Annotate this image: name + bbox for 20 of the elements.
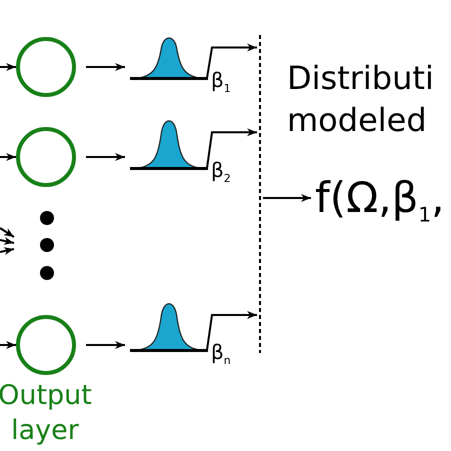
arrow xyxy=(263,194,311,202)
arrow xyxy=(86,341,125,349)
arrow xyxy=(86,153,125,161)
arrow xyxy=(86,63,125,71)
arrow xyxy=(206,310,257,350)
parameter-label: β$_{2}$ xyxy=(211,158,231,187)
neuron-circle xyxy=(16,127,76,187)
arrow xyxy=(0,341,16,349)
neuron-circle xyxy=(16,37,76,97)
arrow xyxy=(206,44,257,78)
arrow xyxy=(0,63,16,71)
description-text: Distributi modeled xyxy=(287,58,435,141)
parameter-label: β$_{n}$ xyxy=(211,340,231,369)
neuron-circle xyxy=(16,315,76,375)
layer-label: Output layer xyxy=(0,379,93,448)
arrow xyxy=(206,128,257,168)
parameter-label: β$_{1}$ xyxy=(211,68,231,97)
dotted-line xyxy=(257,35,263,353)
formula-text: f(Ω,β$_{1}$, xyxy=(315,172,451,224)
arrow xyxy=(0,153,16,161)
